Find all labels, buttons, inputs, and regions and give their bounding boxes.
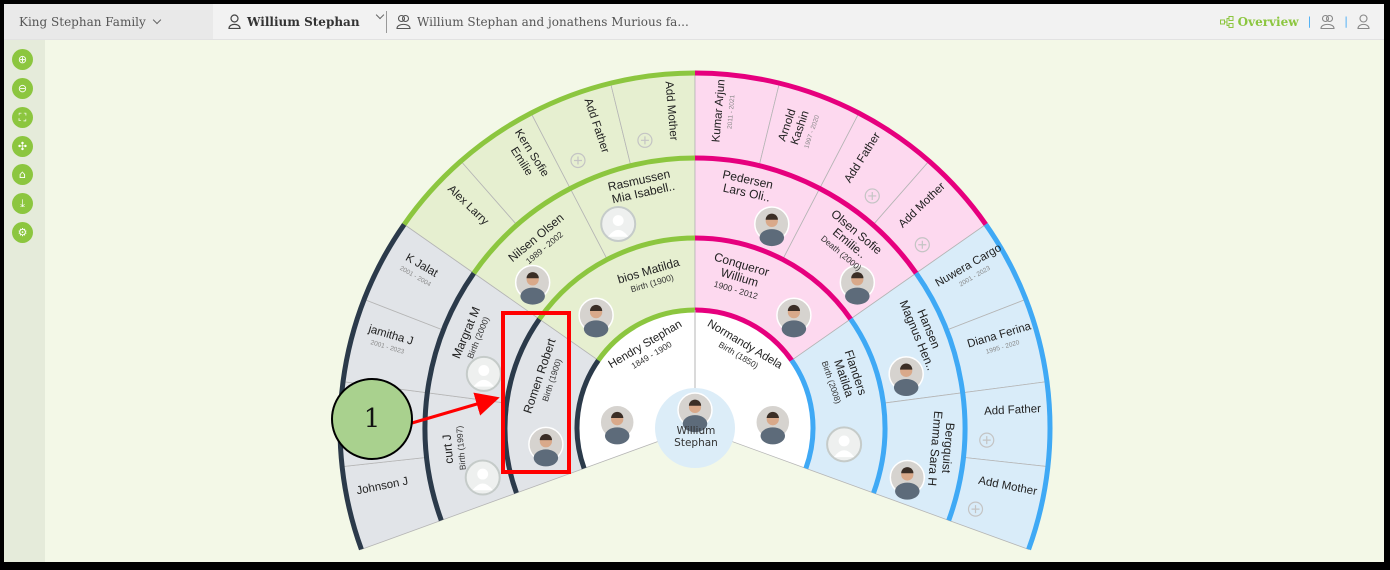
zoom-in-button[interactable]: ⊕ [12, 49, 33, 70]
lineage-arc [422, 271, 476, 522]
ancestor-label[interactable]: Add Mother [662, 81, 679, 141]
person-photo[interactable] [599, 404, 635, 445]
zoom-in-icon: ⊕ [17, 53, 28, 66]
person-photo[interactable] [888, 356, 924, 396]
zoom-out-button[interactable]: ⊖ [12, 78, 33, 99]
person-selector-label: Willium Stephan [247, 14, 360, 29]
lineage-arc [574, 358, 601, 470]
lineage-arc [537, 235, 696, 321]
group-icon [396, 14, 411, 29]
lineage-arc [694, 235, 853, 321]
tool-sidebar: ⊕ ⊖ ⛶ ✣ ⌂ ⤓ ⚙ [4, 40, 45, 562]
person-photo[interactable] [677, 392, 713, 433]
family-selector-label: King Stephan Family [19, 14, 146, 29]
add-person-icon[interactable] [914, 237, 930, 253]
top-bar: King Stephan Family Willium Stephan Will… [4, 4, 1384, 40]
collapse-button[interactable]: ✣ [12, 136, 33, 157]
placeholder-avatar-icon[interactable] [464, 459, 501, 496]
ancestor-dates: Birth (1997) [454, 425, 468, 470]
collapse-icon: ✣ [17, 140, 28, 153]
placeholder-avatar-icon[interactable] [600, 205, 637, 242]
lineage-arc [789, 358, 816, 470]
ancestor-label[interactable]: Bergquist Emma Sara H [925, 410, 958, 487]
relation-selector[interactable]: Willium Stephan and jonathens Murious fa… [396, 4, 689, 39]
tag-button[interactable]: ⌂ [12, 164, 33, 185]
download-button[interactable]: ⤓ [12, 193, 33, 214]
person-selector[interactable]: Willium Stephan [228, 4, 360, 39]
person-photo[interactable] [754, 206, 790, 247]
person-photo[interactable] [528, 426, 564, 467]
ancestor-label[interactable]: Add Father [984, 403, 1042, 418]
placeholder-avatar-icon[interactable] [826, 426, 863, 463]
person-photo[interactable] [889, 459, 926, 500]
person-photo[interactable] [514, 264, 551, 305]
ancestor-name: Add Mother [662, 81, 679, 141]
zoom-out-icon: ⊖ [17, 82, 28, 95]
add-person-icon[interactable] [979, 432, 995, 448]
tree-icon [1219, 15, 1234, 28]
lineage-arc [848, 317, 888, 494]
lineage-arc [337, 222, 407, 551]
person-icon [228, 14, 241, 29]
ancestor-name: Kumar Arjun [710, 79, 727, 143]
lineage-arc [694, 70, 988, 226]
lineage-arc [402, 70, 696, 226]
add-person-icon[interactable] [637, 132, 653, 148]
ancestor-dates: 2011 - 2021 [727, 94, 737, 129]
root-person-name: Willium Stephan [674, 425, 718, 449]
add-person-icon[interactable] [967, 501, 984, 517]
add-person-icon[interactable] [864, 188, 880, 204]
settings-icon: ⚙ [17, 226, 28, 239]
person-photo[interactable] [578, 297, 614, 338]
person-photo[interactable] [755, 404, 791, 445]
ancestor-name: Add Father [984, 403, 1042, 418]
separator: | [1344, 15, 1348, 28]
ancestor-name: Bergquist Emma Sara H [925, 410, 958, 487]
annotation-marker: 1 [331, 378, 413, 460]
download-icon: ⤓ [20, 197, 25, 210]
placeholder-avatar-icon[interactable] [465, 355, 502, 392]
relation-selector-label: Willium Stephan and jonathens Murious fa… [417, 14, 689, 29]
overview-button[interactable]: Overview [1219, 14, 1299, 29]
root-person-label[interactable]: Willium Stephan [656, 425, 736, 449]
tag-icon: ⌂ [19, 168, 26, 181]
fit-screen-icon: ⛶ [18, 111, 27, 124]
fit-screen-button[interactable]: ⛶ [12, 107, 33, 128]
lineage-arc [983, 222, 1053, 551]
add-person-icon[interactable] [570, 152, 586, 169]
overview-label: Overview [1237, 14, 1299, 29]
annotation-marker-label: 1 [363, 404, 381, 434]
settings-button[interactable]: ⚙ [12, 222, 33, 243]
family-selector[interactable]: King Stephan Family [4, 4, 213, 39]
ancestor-sector[interactable] [962, 381, 1051, 468]
lineage-arc [694, 155, 919, 275]
ancestor-name: curt J [440, 434, 456, 464]
lineage-arc [914, 271, 968, 522]
person-photo[interactable] [839, 264, 876, 305]
separator: | [1307, 15, 1312, 28]
annotation-highlight-box [501, 311, 571, 474]
user-icon[interactable] [1357, 14, 1370, 29]
lineage-arc [471, 155, 696, 275]
person-photo[interactable] [776, 297, 812, 338]
divider [386, 11, 387, 33]
lineage-arc [694, 307, 794, 362]
group-icon[interactable] [1320, 14, 1335, 29]
lineage-arc [596, 307, 696, 362]
